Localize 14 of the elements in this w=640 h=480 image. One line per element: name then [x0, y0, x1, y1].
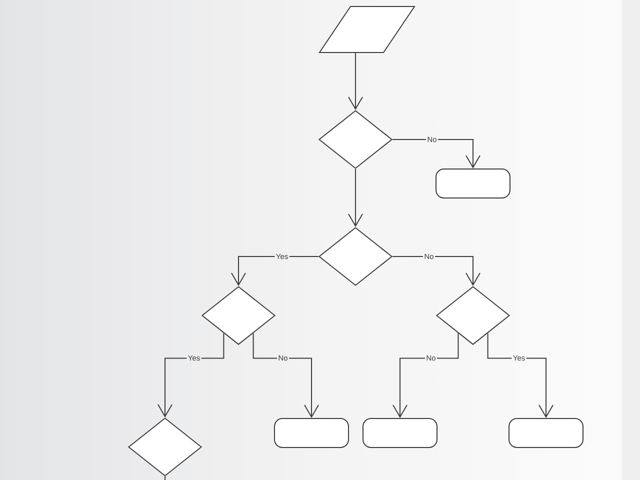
arrow — [487, 332, 554, 418]
arrow — [348, 52, 363, 110]
arrow — [158, 332, 224, 418]
rounded-box — [508, 418, 584, 448]
rounded-box — [274, 418, 349, 448]
rounded-box — [362, 418, 438, 448]
arrow — [252, 332, 319, 418]
connector-line — [164, 476, 166, 480]
rounded-box — [436, 168, 510, 198]
arrow — [348, 168, 363, 227]
arrow — [392, 256, 480, 286]
arrow — [392, 332, 459, 418]
arrow — [392, 139, 480, 168]
arrow — [231, 256, 319, 286]
